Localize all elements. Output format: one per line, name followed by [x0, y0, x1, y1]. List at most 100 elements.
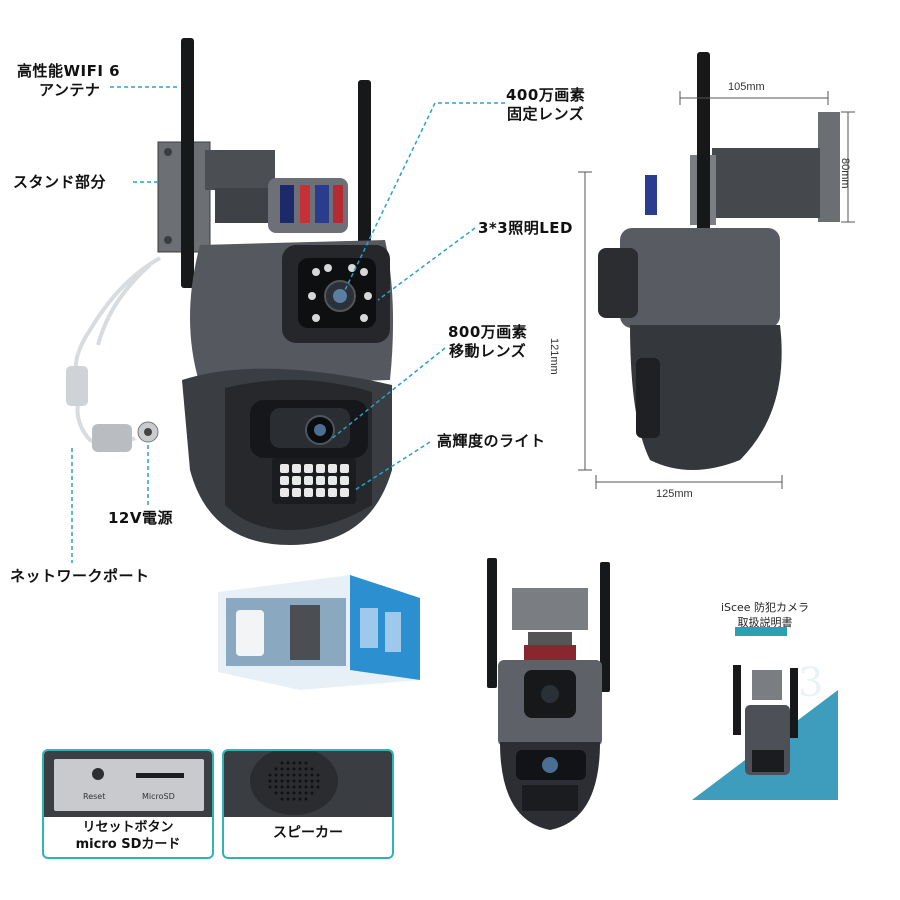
speaker-hole	[286, 773, 290, 777]
speaker-hole	[280, 767, 284, 771]
speaker-hole	[292, 779, 296, 783]
moving-lens-module	[250, 400, 368, 458]
speaker-hole	[274, 791, 278, 795]
speaker-hole	[292, 773, 296, 777]
callout-moving-lens-line2: 移動レンズ	[449, 342, 527, 360]
speaker-hole	[298, 785, 302, 789]
speaker-hole	[298, 797, 302, 801]
led-dot	[340, 464, 349, 473]
speaker-panel: スピーカー	[222, 749, 394, 859]
speaker-hole	[274, 773, 278, 777]
callout-fixed-lens-line1: 400万画素	[506, 86, 586, 104]
led-dot	[280, 476, 289, 485]
manual-number: 3	[798, 660, 824, 706]
led-dot	[328, 464, 337, 473]
speaker-hole	[316, 785, 320, 789]
speaker-hole	[316, 779, 320, 783]
reset-panel-label: リセットボタン micro SDカード	[44, 819, 212, 853]
speaker-hole	[268, 773, 272, 777]
speaker-hole	[280, 761, 284, 765]
speaker-hole	[268, 779, 272, 783]
speaker-hole	[286, 791, 290, 795]
reset-panel-photo: Reset MicroSD	[44, 751, 212, 817]
callout-led: 3*3照明LED	[478, 219, 573, 237]
led-dot	[292, 488, 301, 497]
speaker-hole	[280, 779, 284, 783]
speaker-hole	[292, 797, 296, 801]
speaker-hole	[274, 785, 278, 789]
speaker-hole	[304, 773, 308, 777]
led-dot	[280, 488, 289, 497]
callout-fixed-lens: 400万画素 固定レンズ	[506, 86, 585, 124]
speaker-grille-icon	[250, 751, 338, 815]
manual-subtitle-bar	[735, 627, 787, 636]
callout-fixed-lens-line2: 固定レンズ	[507, 105, 585, 123]
speaker-hole	[268, 785, 272, 789]
callout-power: 12V電源	[108, 509, 173, 527]
speaker-panel-photo	[224, 751, 392, 817]
speaker-hole	[310, 779, 314, 783]
callout-network-port: ネットワークポート	[10, 567, 150, 585]
led-dot	[328, 476, 337, 485]
speaker-hole	[292, 761, 296, 765]
line-led	[377, 227, 476, 301]
led-dot	[304, 464, 313, 473]
speaker-hole	[280, 773, 284, 777]
line-moving-lens	[329, 347, 446, 441]
speaker-hole	[304, 785, 308, 789]
callout-wifi-antenna-line1: 高性能WIFI 6	[17, 62, 121, 80]
reset-panel-label-line1: リセットボタン	[82, 820, 174, 835]
speaker-hole	[286, 797, 290, 801]
speaker-hole	[298, 761, 302, 765]
speaker-hole	[310, 773, 314, 777]
callout-moving-lens-line1: 800万画素	[448, 323, 528, 341]
microsd-slot-icon	[136, 773, 184, 778]
dim-bracket-width: 105mm	[728, 81, 765, 93]
speaker-hole	[292, 767, 296, 771]
speaker-hole	[274, 779, 278, 783]
microsd-text: MicroSD	[142, 792, 175, 801]
speaker-hole	[292, 785, 296, 789]
cable-connector	[66, 366, 88, 406]
reset-panel-label-line2: micro SDカード	[75, 837, 181, 852]
line-bright-light	[354, 441, 431, 491]
speaker-hole	[298, 773, 302, 777]
led-dot	[316, 476, 325, 485]
reset-button-icon	[92, 768, 104, 780]
speaker-hole	[292, 791, 296, 795]
siren-light	[268, 178, 348, 233]
speaker-hole	[304, 779, 308, 783]
led-dot	[316, 488, 325, 497]
speaker-hole	[280, 785, 284, 789]
led-dot	[304, 476, 313, 485]
callout-moving-lens: 800万画素 移動レンズ	[448, 323, 527, 361]
led-dot	[304, 488, 313, 497]
speaker-hole	[286, 779, 290, 783]
reset-microsd-panel: Reset MicroSD リセットボタン micro SDカード	[42, 749, 214, 859]
network-port-plug	[92, 424, 132, 452]
speaker-hole	[310, 791, 314, 795]
side-view-camera	[598, 52, 840, 470]
speaker-hole	[298, 791, 302, 795]
speaker-hole	[310, 785, 314, 789]
antenna-right	[358, 80, 371, 290]
speaker-hole	[316, 773, 320, 777]
line-fixed-lens	[344, 102, 505, 291]
speaker-hole	[298, 779, 302, 783]
callout-stand: スタンド部分	[13, 173, 107, 191]
speaker-hole	[286, 785, 290, 789]
speaker-hole	[274, 767, 278, 771]
led-dot	[280, 464, 289, 473]
speaker-hole	[304, 767, 308, 771]
fixed-lens-module	[282, 245, 390, 343]
reset-text: Reset	[83, 792, 106, 801]
speaker-hole	[304, 791, 308, 795]
manual-title-line1: iScee 防犯カメラ	[720, 601, 810, 614]
speaker-hole	[310, 767, 314, 771]
